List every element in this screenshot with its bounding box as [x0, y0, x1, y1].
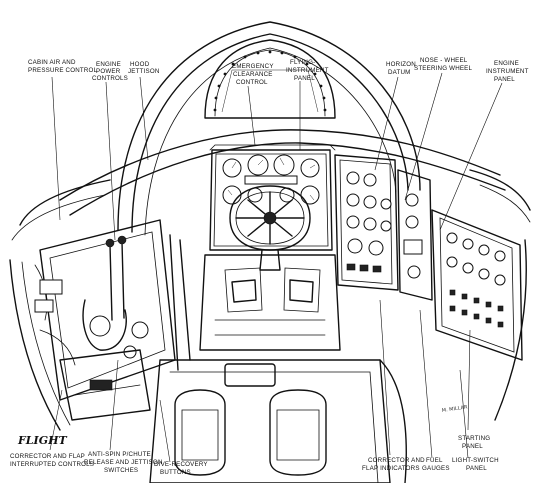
label-cabin-air: CABIN AIR AND PRESSURE CONTROL: [28, 59, 98, 74]
left-console: [34, 219, 176, 421]
label-corrector-flap-indicators: CORRECTOR AND FLAP INDICATORS: [362, 457, 425, 472]
label-starting-panel: STARTING PANEL: [458, 435, 490, 450]
svg-text:INSTRUMENT: INSTRUMENT: [486, 68, 529, 75]
svg-text:CORRECTOR AND FLAP: CORRECTOR AND FLAP: [10, 453, 85, 460]
svg-text:PRESSURE CONTROL: PRESSURE CONTROL: [28, 67, 98, 74]
label-fuel-gauges: FUEL GAUGES: [422, 457, 450, 472]
control-yoke: [229, 185, 311, 271]
svg-text:FLYING-: FLYING-: [290, 59, 315, 66]
seat-foreground: [149, 359, 407, 483]
label-corrector-flap-interrupted: CORRECTOR AND FLAP INTERRUPTED CONTROLS: [10, 453, 94, 468]
svg-text:STARTING: STARTING: [458, 435, 490, 442]
svg-text:ENGINE: ENGINE: [96, 61, 121, 68]
instrument-coaming: [9, 129, 531, 431]
engine-instrument-panel: [334, 154, 433, 301]
svg-text:PANEL: PANEL: [466, 465, 487, 472]
flying-instrument-panel: [209, 149, 333, 251]
svg-text:FLAP INDICATORS: FLAP INDICATORS: [362, 465, 420, 472]
svg-text:RELEASE AND JETTISON: RELEASE AND JETTISON: [84, 459, 163, 466]
svg-text:FLIGHT: FLIGHT: [17, 434, 67, 447]
svg-text:CLEARANCE: CLEARANCE: [233, 71, 273, 78]
label-engine-power: ENGINE POWER CONTROLS: [92, 61, 128, 82]
rudder-pedals: [169, 234, 341, 371]
svg-text:GAUGES: GAUGES: [422, 465, 450, 472]
label-light-switch: LIGHT-SWITCH PANEL: [452, 457, 499, 472]
svg-text:EMERGENCY: EMERGENCY: [232, 63, 274, 70]
svg-text:CONTROL: CONTROL: [236, 79, 268, 86]
svg-text:CORRECTOR AND: CORRECTOR AND: [368, 457, 425, 464]
flight-logo: FLIGHT: [17, 434, 67, 447]
artist-signature: M. MILLAR: [441, 404, 468, 414]
svg-text:STEERING WHEEL: STEERING WHEEL: [414, 65, 473, 72]
svg-text:NOSE - WHEEL: NOSE - WHEEL: [420, 57, 468, 64]
svg-text:CABIN AIR AND: CABIN AIR AND: [28, 59, 76, 66]
svg-text:HOOD: HOOD: [130, 61, 150, 68]
svg-text:POWER: POWER: [96, 68, 121, 75]
svg-text:SWITCHES: SWITCHES: [104, 467, 138, 474]
svg-text:DATUM: DATUM: [388, 69, 411, 76]
svg-text:HORIZON: HORIZON: [386, 61, 416, 68]
label-dive-recovery: DIVE-RECOVERY BUTTONS: [154, 461, 208, 476]
svg-text:ENGINE: ENGINE: [494, 60, 519, 67]
label-horizon-datum: HORIZON DATUM: [386, 61, 416, 76]
svg-text:PANEL: PANEL: [494, 76, 515, 83]
svg-text:BUTTONS: BUTTONS: [160, 469, 191, 476]
label-nose-wheel: NOSE - WHEEL STEERING WHEEL: [414, 57, 473, 72]
svg-text:DIVE-RECOVERY: DIVE-RECOVERY: [154, 461, 208, 468]
label-hood-jettison: HOOD JETTISON: [128, 61, 160, 75]
svg-text:INTERRUPTED CONTROLS: INTERRUPTED CONTROLS: [10, 461, 94, 468]
svg-text:INSTRUMENT: INSTRUMENT: [286, 67, 329, 74]
leader-lines: [49, 72, 503, 463]
label-anti-spin: ANTI-SPIN P/CHUTE RELEASE AND JETTISON S…: [84, 451, 163, 474]
starting-panel: [431, 209, 523, 361]
label-flying-instrument: FLYING- INSTRUMENT PANEL: [286, 59, 329, 82]
svg-text:PANEL: PANEL: [294, 75, 315, 82]
svg-text:PANEL: PANEL: [462, 443, 483, 450]
svg-text:M. MILLAR: M. MILLAR: [441, 404, 468, 414]
label-engine-instrument: ENGINE INSTRUMENT PANEL: [486, 60, 529, 83]
svg-text:LIGHT-SWITCH: LIGHT-SWITCH: [452, 457, 499, 464]
canopy-frame: [117, 21, 421, 236]
svg-text:ANTI-SPIN P/CHUTE: ANTI-SPIN P/CHUTE: [88, 451, 151, 458]
svg-text:JETTISON: JETTISON: [128, 68, 160, 75]
label-emergency-clearance: EMERGENCY CLEARANCE CONTROL: [232, 63, 274, 86]
svg-text:CONTROLS: CONTROLS: [92, 75, 128, 82]
svg-text:FUEL: FUEL: [426, 457, 443, 464]
